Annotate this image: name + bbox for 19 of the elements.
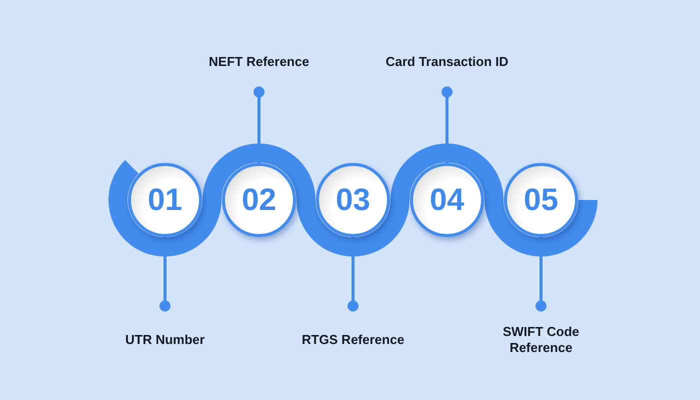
step-label: NEFT Reference: [208, 54, 310, 70]
step-number: 01: [148, 183, 182, 217]
step-number: 03: [336, 183, 370, 217]
step-number: 04: [430, 183, 464, 217]
step-number: 02: [242, 183, 276, 217]
step-label: UTR Number: [125, 332, 205, 348]
leader-line: [160, 237, 170, 312]
leader-line: [254, 86, 264, 163]
leader-line: [348, 237, 358, 312]
step-label: RTGS Reference: [302, 332, 404, 348]
step-circle: [316, 163, 390, 237]
step-circle: [222, 163, 296, 237]
step-number: 05: [524, 183, 558, 217]
step-circle: [504, 163, 578, 237]
leader-line: [536, 237, 546, 312]
leader-line: [442, 86, 452, 163]
step-circle: [410, 163, 484, 237]
step-label: Card Transaction ID: [386, 54, 508, 70]
step-label: SWIFT Code Reference: [502, 324, 580, 356]
